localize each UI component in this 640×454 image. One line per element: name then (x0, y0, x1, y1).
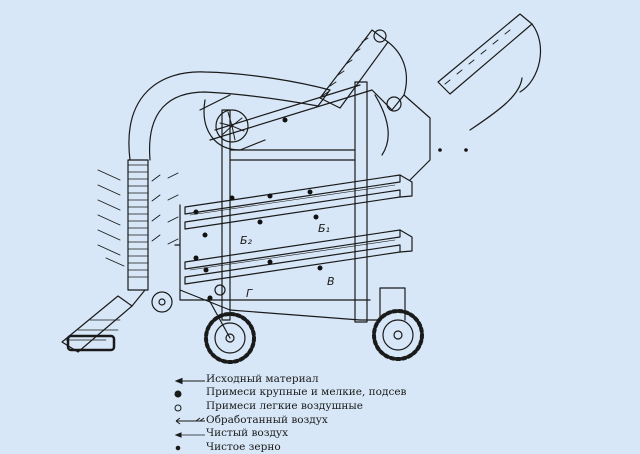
upper-conveyor (319, 29, 408, 109)
legend-item: Чистое зерно (172, 440, 406, 454)
air-arrows (97, 169, 179, 267)
legend-arrow-icon (174, 377, 205, 385)
legend-text: Примеси крупные и мелкие, подсев (206, 386, 407, 399)
sieve-b (184, 174, 413, 230)
grain-dots (193, 117, 468, 301)
label-b2: Б₂ (240, 234, 252, 247)
legend-feather-arrow-icon (175, 417, 205, 425)
legend-symbols (174, 377, 205, 451)
legend-item: Чистый воздух (172, 426, 406, 440)
fan-wheel (203, 99, 266, 151)
legend-text: Чистое зерно (206, 440, 281, 453)
legend-text: Примеси легкие воздушные (206, 399, 363, 412)
right-top-conveyor (437, 13, 542, 131)
air-duct (128, 71, 331, 161)
legend-small-dot-icon (175, 445, 181, 451)
legend-text: Исходный материал (206, 372, 319, 385)
legend-text: Обработанный воздух (206, 413, 328, 426)
legend: Исходный материал Примеси крупные и мелк… (172, 372, 406, 454)
legend-hollow-dot-icon (174, 404, 182, 412)
legend-item: Исходный материал (172, 372, 406, 386)
vertical-channel (127, 159, 149, 291)
legend-item: Примеси крупные и мелкие, подсев (172, 386, 406, 400)
left-wheel (204, 297, 256, 364)
legend-thin-arrow-icon (174, 432, 205, 438)
legend-filled-dot-icon (174, 390, 182, 398)
legend-item: Примеси легкие воздушные (172, 399, 406, 413)
legend-text: Чистый воздух (206, 427, 289, 440)
lower-body (151, 204, 406, 321)
label-v: В (327, 275, 335, 288)
feed-conveyor (61, 289, 146, 353)
sieve-v (184, 229, 413, 285)
label-b1: Б₁ (318, 222, 330, 235)
frame (199, 81, 431, 323)
right-wheel (372, 309, 424, 361)
label-g: Г (246, 287, 253, 300)
legend-item: Обработанный воздух (172, 413, 406, 427)
